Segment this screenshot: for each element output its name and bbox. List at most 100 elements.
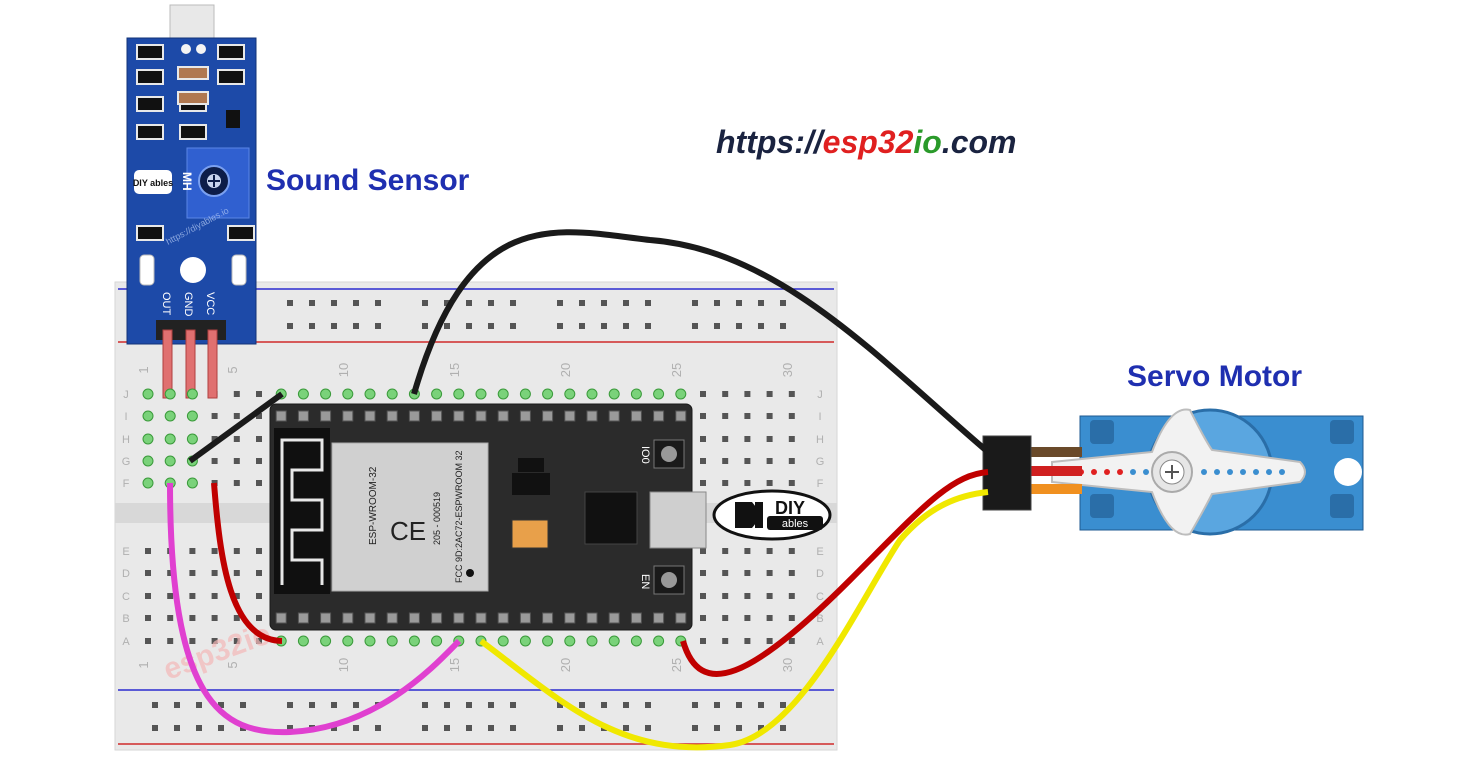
- esp32-pin-pad: [275, 612, 287, 624]
- breadboard-hole: [766, 593, 773, 599]
- column-number: 1: [136, 661, 151, 668]
- row-letter: F: [817, 478, 824, 490]
- rail-hole: [736, 300, 742, 306]
- column-number: 30: [780, 658, 795, 672]
- breadboard-hole: [744, 413, 751, 419]
- horn-hole: [1201, 469, 1207, 475]
- breadboard-hole: [766, 548, 773, 554]
- rail-hole: [466, 323, 472, 329]
- sensor-column-hole: [164, 433, 176, 445]
- rail-hole: [353, 725, 359, 731]
- smd-part: [136, 44, 164, 60]
- micro-usb-port: [649, 491, 707, 549]
- breadboard-hole: [788, 570, 795, 576]
- rail-hole: [488, 702, 494, 708]
- breadboard-hole: [722, 570, 729, 576]
- rail-hole: [488, 300, 494, 306]
- esp32-pin: [320, 635, 332, 647]
- rail-hole: [645, 323, 651, 329]
- breadboard-hole: [722, 391, 729, 397]
- breadboard-hole: [766, 413, 773, 419]
- breadboard-hole: [256, 436, 262, 442]
- breadboard-hole: [233, 436, 240, 442]
- url-brand-io: io: [913, 124, 942, 160]
- breadboard-hole: [766, 458, 773, 464]
- esp32-pin-pad: [497, 410, 509, 422]
- esp32-pin: [608, 635, 620, 647]
- rail-hole: [692, 702, 698, 708]
- esp32-pin-pad: [342, 612, 354, 624]
- breadboard-hole: [788, 548, 795, 554]
- esp32-pin-pad: [519, 612, 531, 624]
- breadboard-hole: [700, 548, 706, 554]
- breadboard-hole: [145, 548, 151, 554]
- wire-yellow-servo-signal: [479, 489, 989, 751]
- breadboard-hole: [256, 480, 262, 486]
- esp32-pin-pad: [519, 410, 531, 422]
- breadboard-hole: [145, 593, 151, 599]
- rail-hole: [375, 725, 381, 731]
- rail-hole: [353, 702, 359, 708]
- logo-line2: ables: [782, 518, 809, 530]
- breadboard-hole: [722, 436, 729, 442]
- io0-label: IO0: [639, 446, 651, 464]
- sound-sensor: DIY ables MH https://diyables.io OUT GND…: [126, 4, 257, 399]
- rail-hole: [601, 323, 607, 329]
- esp32-pin-headers: [142, 388, 687, 647]
- sensor-column-hole: [186, 388, 198, 400]
- logo-line1: DIY: [775, 498, 805, 518]
- esp32-pin-pad: [386, 410, 398, 422]
- esp32-pin-pad: [653, 612, 665, 624]
- sensor-pin-gnd: [185, 329, 196, 399]
- rail-hole: [714, 300, 720, 306]
- smd-part: [136, 124, 164, 140]
- rail-hole: [579, 702, 585, 708]
- esp32-pin-pad: [297, 410, 309, 422]
- sensor-column-hole: [186, 477, 198, 489]
- column-number: 5: [225, 366, 240, 373]
- horn-hole: [1104, 469, 1110, 475]
- capacitor: [511, 519, 549, 549]
- rail-hole: [623, 323, 629, 329]
- row-letter: D: [122, 568, 130, 580]
- row-letter: D: [816, 568, 824, 580]
- esp32-pin: [675, 388, 687, 400]
- sensor-column-hole: [142, 477, 154, 489]
- rail-hole: [331, 300, 337, 306]
- rail-hole: [510, 323, 516, 329]
- esp32-pin: [497, 635, 509, 647]
- breadboard-hole: [722, 480, 729, 486]
- row-letter: H: [122, 434, 130, 446]
- rail-hole: [623, 300, 629, 306]
- rail-hole: [309, 323, 315, 329]
- column-number: 25: [669, 658, 684, 672]
- row-letter: I: [124, 411, 127, 423]
- microphone: [169, 4, 215, 41]
- breadboard-hole: [233, 548, 240, 554]
- sensor-pin-vcc: [207, 329, 218, 399]
- rail-hole: [714, 702, 720, 708]
- breadboard-hole: [744, 436, 751, 442]
- column-number: 20: [558, 363, 573, 377]
- esp32-pin-pad: [586, 410, 598, 422]
- sensor-column-hole: [142, 388, 154, 400]
- rail-hole: [692, 323, 698, 329]
- breadboard-hole: [211, 593, 218, 599]
- esp32-pin: [320, 388, 332, 400]
- esp32-pin-pad: [297, 612, 309, 624]
- esp32-pin: [475, 388, 487, 400]
- esp32-pin: [386, 388, 398, 400]
- esp32-pin-pad: [608, 612, 620, 624]
- breadboard-hole: [744, 593, 751, 599]
- rail-hole: [645, 300, 651, 306]
- rail-hole: [466, 702, 472, 708]
- rail-hole: [309, 702, 315, 708]
- smd-resistor: [177, 66, 209, 80]
- row-letter: A: [816, 636, 824, 648]
- esp32-pin: [453, 388, 465, 400]
- breadboard-hole: [189, 593, 196, 599]
- esp32-pin-pad: [608, 410, 620, 422]
- breadboard-hole: [700, 570, 706, 576]
- breadboard-hole: [766, 570, 773, 576]
- row-letter: E: [122, 546, 129, 558]
